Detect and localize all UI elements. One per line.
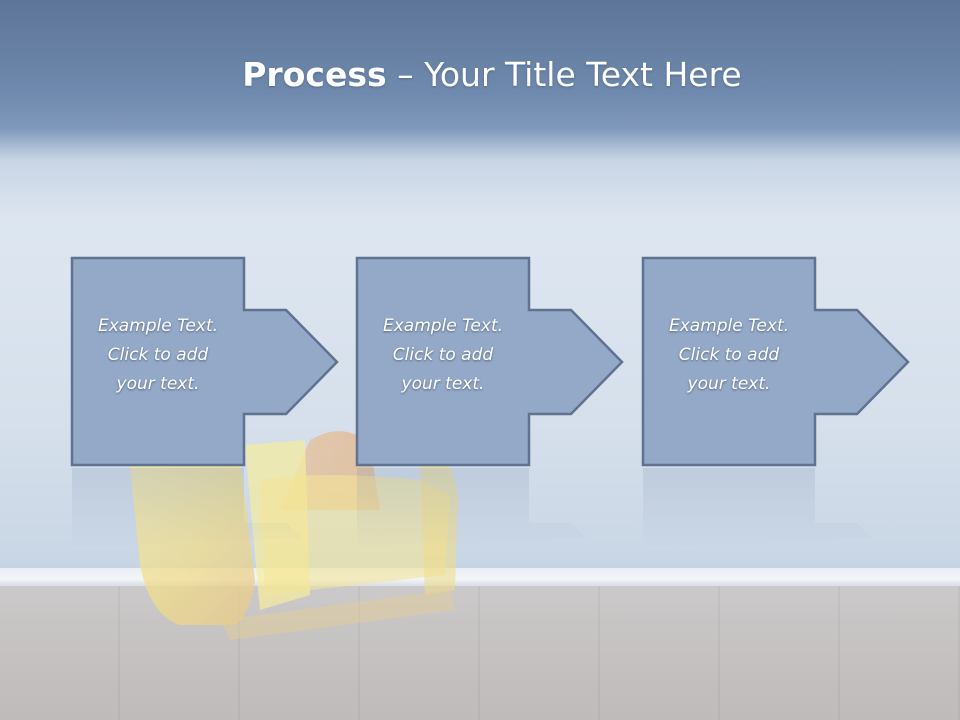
process-step-1[interactable]: Example Text. Click to add your text. [70, 256, 340, 548]
title-bold: Process [242, 55, 387, 94]
slide-title[interactable]: Process – Your Title Text Here [0, 54, 960, 96]
step-text[interactable]: Example Text. Click to add your text. [382, 316, 504, 394]
step-text[interactable]: Example Text. Click to add your text. [97, 316, 219, 394]
title-rest: – Your Title Text Here [386, 55, 742, 94]
arrow-box-shape [70, 256, 339, 467]
arrow-box-shape [641, 256, 910, 467]
step-reflection [643, 468, 873, 548]
step-reflection [357, 468, 587, 548]
arrow-box-shape [355, 256, 624, 467]
step-reflection [72, 468, 302, 548]
process-step-3[interactable]: Example Text. Click to add your text. [641, 256, 911, 548]
step-text[interactable]: Example Text. Click to add your text. [668, 316, 790, 394]
process-step-2[interactable]: Example Text. Click to add your text. [355, 256, 625, 548]
